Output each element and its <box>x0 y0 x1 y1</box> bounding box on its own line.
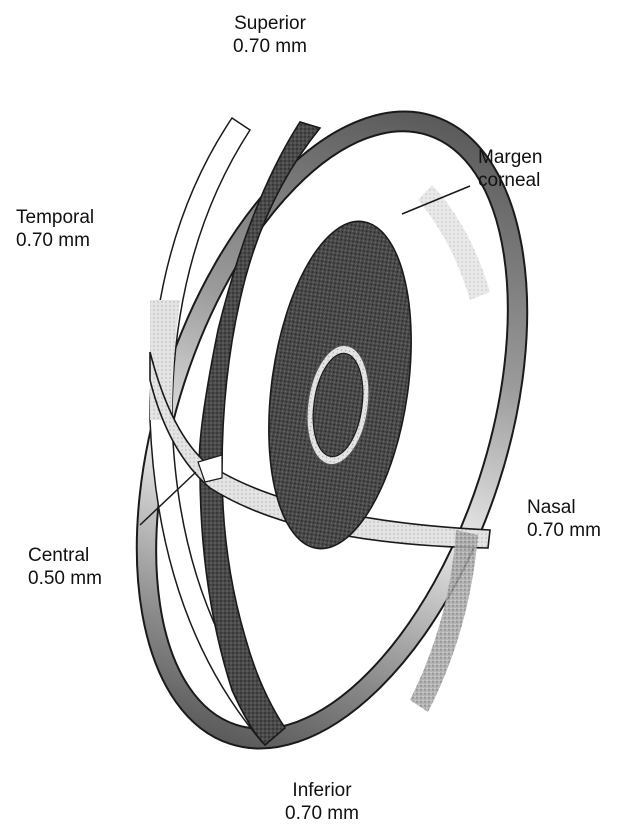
margen-line1: Margen <box>478 146 542 169</box>
temporal-name: Temporal <box>16 206 94 229</box>
label-temporal: Temporal 0.70 mm <box>16 206 94 252</box>
label-superior: Superior 0.70 mm <box>222 12 318 58</box>
label-inferior: Inferior 0.70 mm <box>272 779 372 825</box>
central-value: 0.50 mm <box>28 567 102 590</box>
central-name: Central <box>28 544 102 567</box>
nasal-name: Nasal <box>527 496 601 519</box>
superior-name: Superior <box>222 12 318 35</box>
inferior-value: 0.70 mm <box>272 802 372 825</box>
label-central: Central 0.50 mm <box>28 544 102 590</box>
label-nasal: Nasal 0.70 mm <box>527 496 601 542</box>
temporal-value: 0.70 mm <box>16 229 94 252</box>
nasal-value: 0.70 mm <box>527 519 601 542</box>
margen-line2: corneal <box>478 169 542 192</box>
label-margen-corneal: Margen corneal <box>478 146 542 192</box>
superior-value: 0.70 mm <box>222 35 318 58</box>
inferior-name: Inferior <box>272 779 372 802</box>
